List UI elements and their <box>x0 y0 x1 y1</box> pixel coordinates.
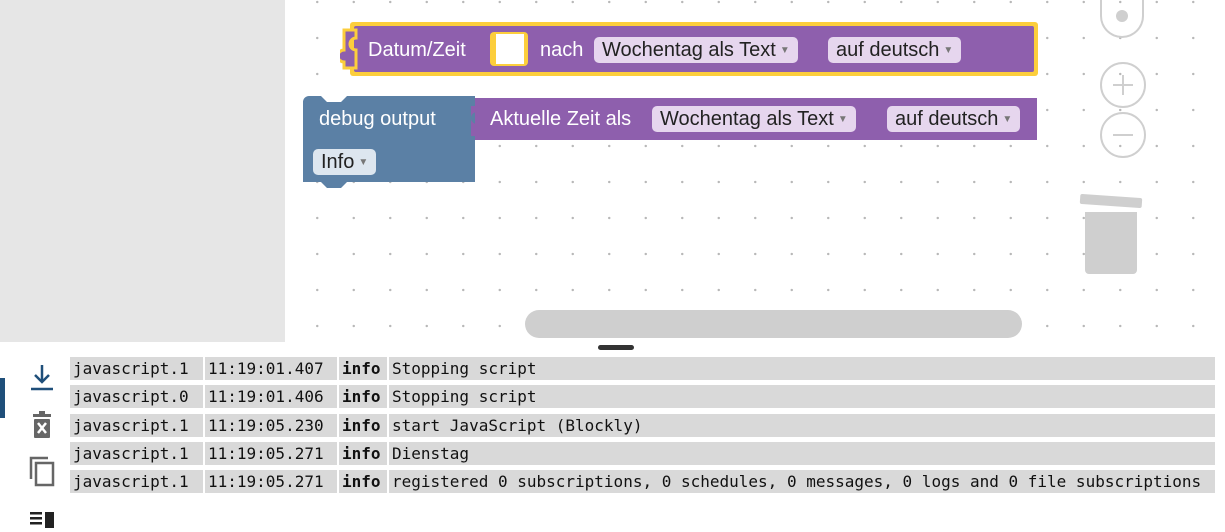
chevron-down-icon: ▼ <box>358 156 369 168</box>
log-time: 11:19:05.271 <box>205 442 337 465</box>
log-message: Dienstag <box>389 442 1215 465</box>
block-now-lang-dropdown[interactable]: auf deutsch▼ <box>887 106 1021 132</box>
block-now-label: Aktuelle Zeit als <box>490 108 632 130</box>
log-source: javascript.1 <box>70 442 203 465</box>
trash-icon[interactable] <box>1079 192 1144 278</box>
block-debug-label: debug output <box>319 108 436 130</box>
log-table: javascript.1 11:19:01.407 info Stopping … <box>70 355 1215 523</box>
log-toolbar <box>20 352 70 528</box>
block-date-lang-dropdown[interactable]: auf deutsch▼ <box>828 37 962 63</box>
chevron-down-icon: ▼ <box>779 44 790 56</box>
block-debug-level-dropdown[interactable]: Info▼ <box>313 149 377 175</box>
left-accent-bar <box>0 378 5 418</box>
log-time: 11:19:01.406 <box>205 385 337 408</box>
clear-log-icon[interactable] <box>27 410 57 440</box>
block-date[interactable]: Datum/Zeit nach Wochentag als Text▼ auf … <box>340 20 1040 80</box>
log-time: 11:19:01.407 <box>205 357 337 380</box>
block-now-format-dropdown[interactable]: Wochentag als Text▼ <box>652 106 856 132</box>
block-debug[interactable]: debug output Info▼ Aktuelle Zeit als Woc… <box>303 96 1043 192</box>
log-severity: info <box>339 385 387 408</box>
log-message: Stopping script <box>389 357 1215 380</box>
block-date-label: Datum/Zeit <box>368 39 466 61</box>
block-date-format-dropdown[interactable]: Wochentag als Text▼ <box>594 37 798 63</box>
log-row: javascript.0 11:19:01.406 info Stopping … <box>70 385 1215 408</box>
left-panel <box>0 0 285 342</box>
log-row: javascript.1 11:19:01.407 info Stopping … <box>70 357 1215 380</box>
log-message: registered 0 subscriptions, 0 schedules,… <box>389 470 1215 493</box>
chevron-down-icon: ▼ <box>943 44 954 56</box>
log-row: javascript.1 11:19:05.230 info start Jav… <box>70 414 1215 437</box>
workspace-horizontal-scrollbar[interactable] <box>525 310 1022 338</box>
log-message: start JavaScript (Blockly) <box>389 414 1215 437</box>
chevron-down-icon: ▼ <box>837 113 848 125</box>
panel-resize-handle[interactable] <box>598 345 634 350</box>
scroll-to-bottom-icon[interactable] <box>27 362 57 392</box>
block-now-lang-value: auf deutsch <box>895 108 999 130</box>
log-severity: info <box>339 470 387 493</box>
log-severity: info <box>339 357 387 380</box>
log-time: 11:19:05.230 <box>205 414 337 437</box>
block-date-format-value: Wochentag als Text <box>602 39 776 61</box>
block-date-lang-value: auf deutsch <box>836 39 940 61</box>
zoom-out-icon[interactable] <box>1100 112 1146 158</box>
log-message: Stopping script <box>389 385 1215 408</box>
chevron-down-icon: ▼ <box>1002 113 1013 125</box>
log-source: javascript.0 <box>70 385 203 408</box>
log-source: javascript.1 <box>70 470 203 493</box>
zoom-in-icon[interactable] <box>1100 62 1146 108</box>
log-source: javascript.1 <box>70 414 203 437</box>
block-now-format-value: Wochentag als Text <box>660 108 834 130</box>
blockly-workspace[interactable]: Datum/Zeit nach Wochentag als Text▼ auf … <box>285 0 1225 342</box>
log-severity: info <box>339 414 387 437</box>
block-date-conj: nach <box>540 39 584 61</box>
block-debug-level-value: Info <box>321 151 355 173</box>
toggle-columns-icon[interactable] <box>27 502 57 532</box>
log-row: javascript.1 11:19:05.271 info registere… <box>70 470 1215 493</box>
recenter-icon[interactable] <box>1100 0 1144 38</box>
copy-log-icon[interactable] <box>27 456 57 487</box>
log-severity: info <box>339 442 387 465</box>
log-source: javascript.1 <box>70 357 203 380</box>
log-time: 11:19:05.271 <box>205 470 337 493</box>
log-row: javascript.1 11:19:05.271 info Dienstag <box>70 442 1215 465</box>
